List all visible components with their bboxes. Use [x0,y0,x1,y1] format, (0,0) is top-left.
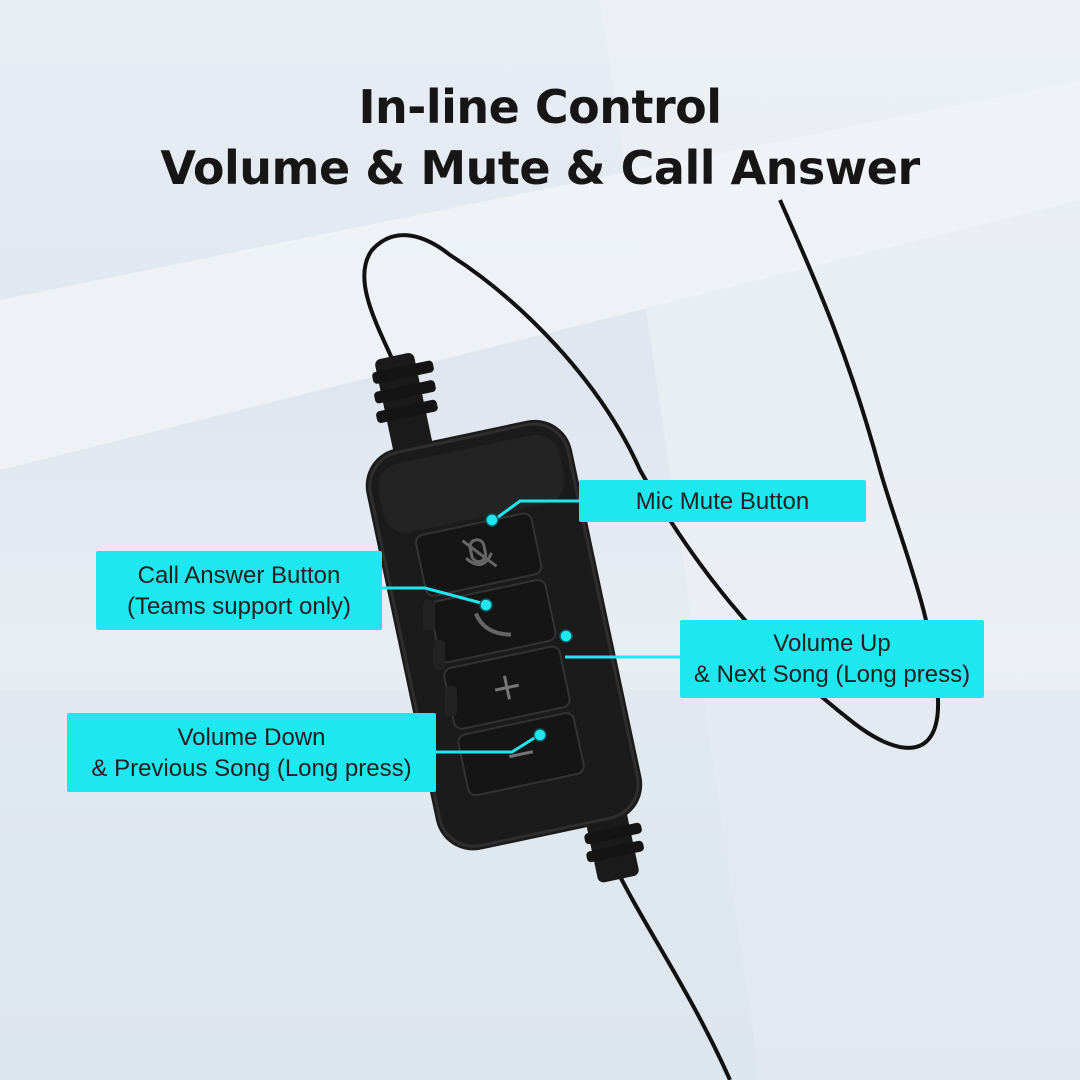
title-line-1: In-line Control [358,80,722,134]
volume-up-text-1: Volume Up [773,630,891,657]
call-answer-label: Call Answer Button (Teams support only) [96,551,382,630]
mic-mute-icon [461,538,498,568]
mic-mute-text: Mic Mute Button [635,487,810,515]
callout-dots [479,513,573,742]
mic-mute-label: Mic Mute Button [579,480,866,522]
call-answer-text-1: Call Answer Button [137,561,341,589]
title-line-2: Volume & Mute & Call Answer [160,141,920,195]
plus-icon [494,675,519,700]
side-grip [423,600,457,716]
top-strain-relief [372,353,438,457]
volume-down-text-2: & Previous Song (Long press) [91,754,412,782]
volume-up-label: Volume Up & Next Song (Long press) [680,620,984,698]
phone-icon [473,612,512,637]
volume-down-label: Volume Down & Previous Song (Long press) [67,713,436,792]
volume-up-text-2: & Next Song (Long press) [693,661,971,688]
volume-down-text-1: Volume Down [177,723,326,751]
call-answer-key [429,579,557,664]
callout-lines [382,499,680,754]
cable-lower [610,859,732,1080]
page-title: In-line Control Volume & Mute & Call Ans… [0,78,1080,200]
call-answer-text-2: (Teams support only) [126,592,352,620]
minus-icon [509,750,534,759]
